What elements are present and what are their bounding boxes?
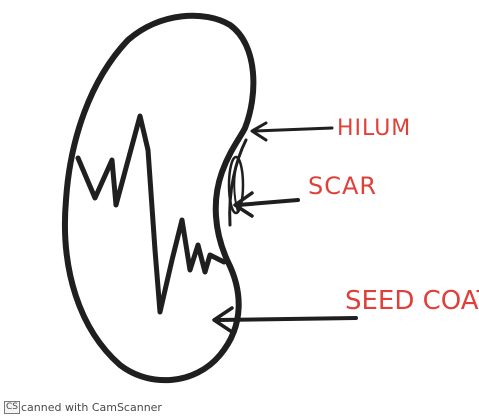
hilum-arrow (252, 123, 332, 140)
watermark-text: canned with CamScanner (21, 401, 162, 414)
seed-coat-label: SEED COAT (345, 286, 479, 316)
camscanner-watermark: CS canned with CamScanner (4, 401, 162, 414)
scar-arrow (235, 193, 298, 216)
scar-label: SCAR (308, 172, 377, 200)
hilum-label: HILUM (337, 116, 411, 141)
embryo-zigzag-line (78, 116, 224, 312)
camscanner-logo-icon: CS (4, 401, 20, 414)
